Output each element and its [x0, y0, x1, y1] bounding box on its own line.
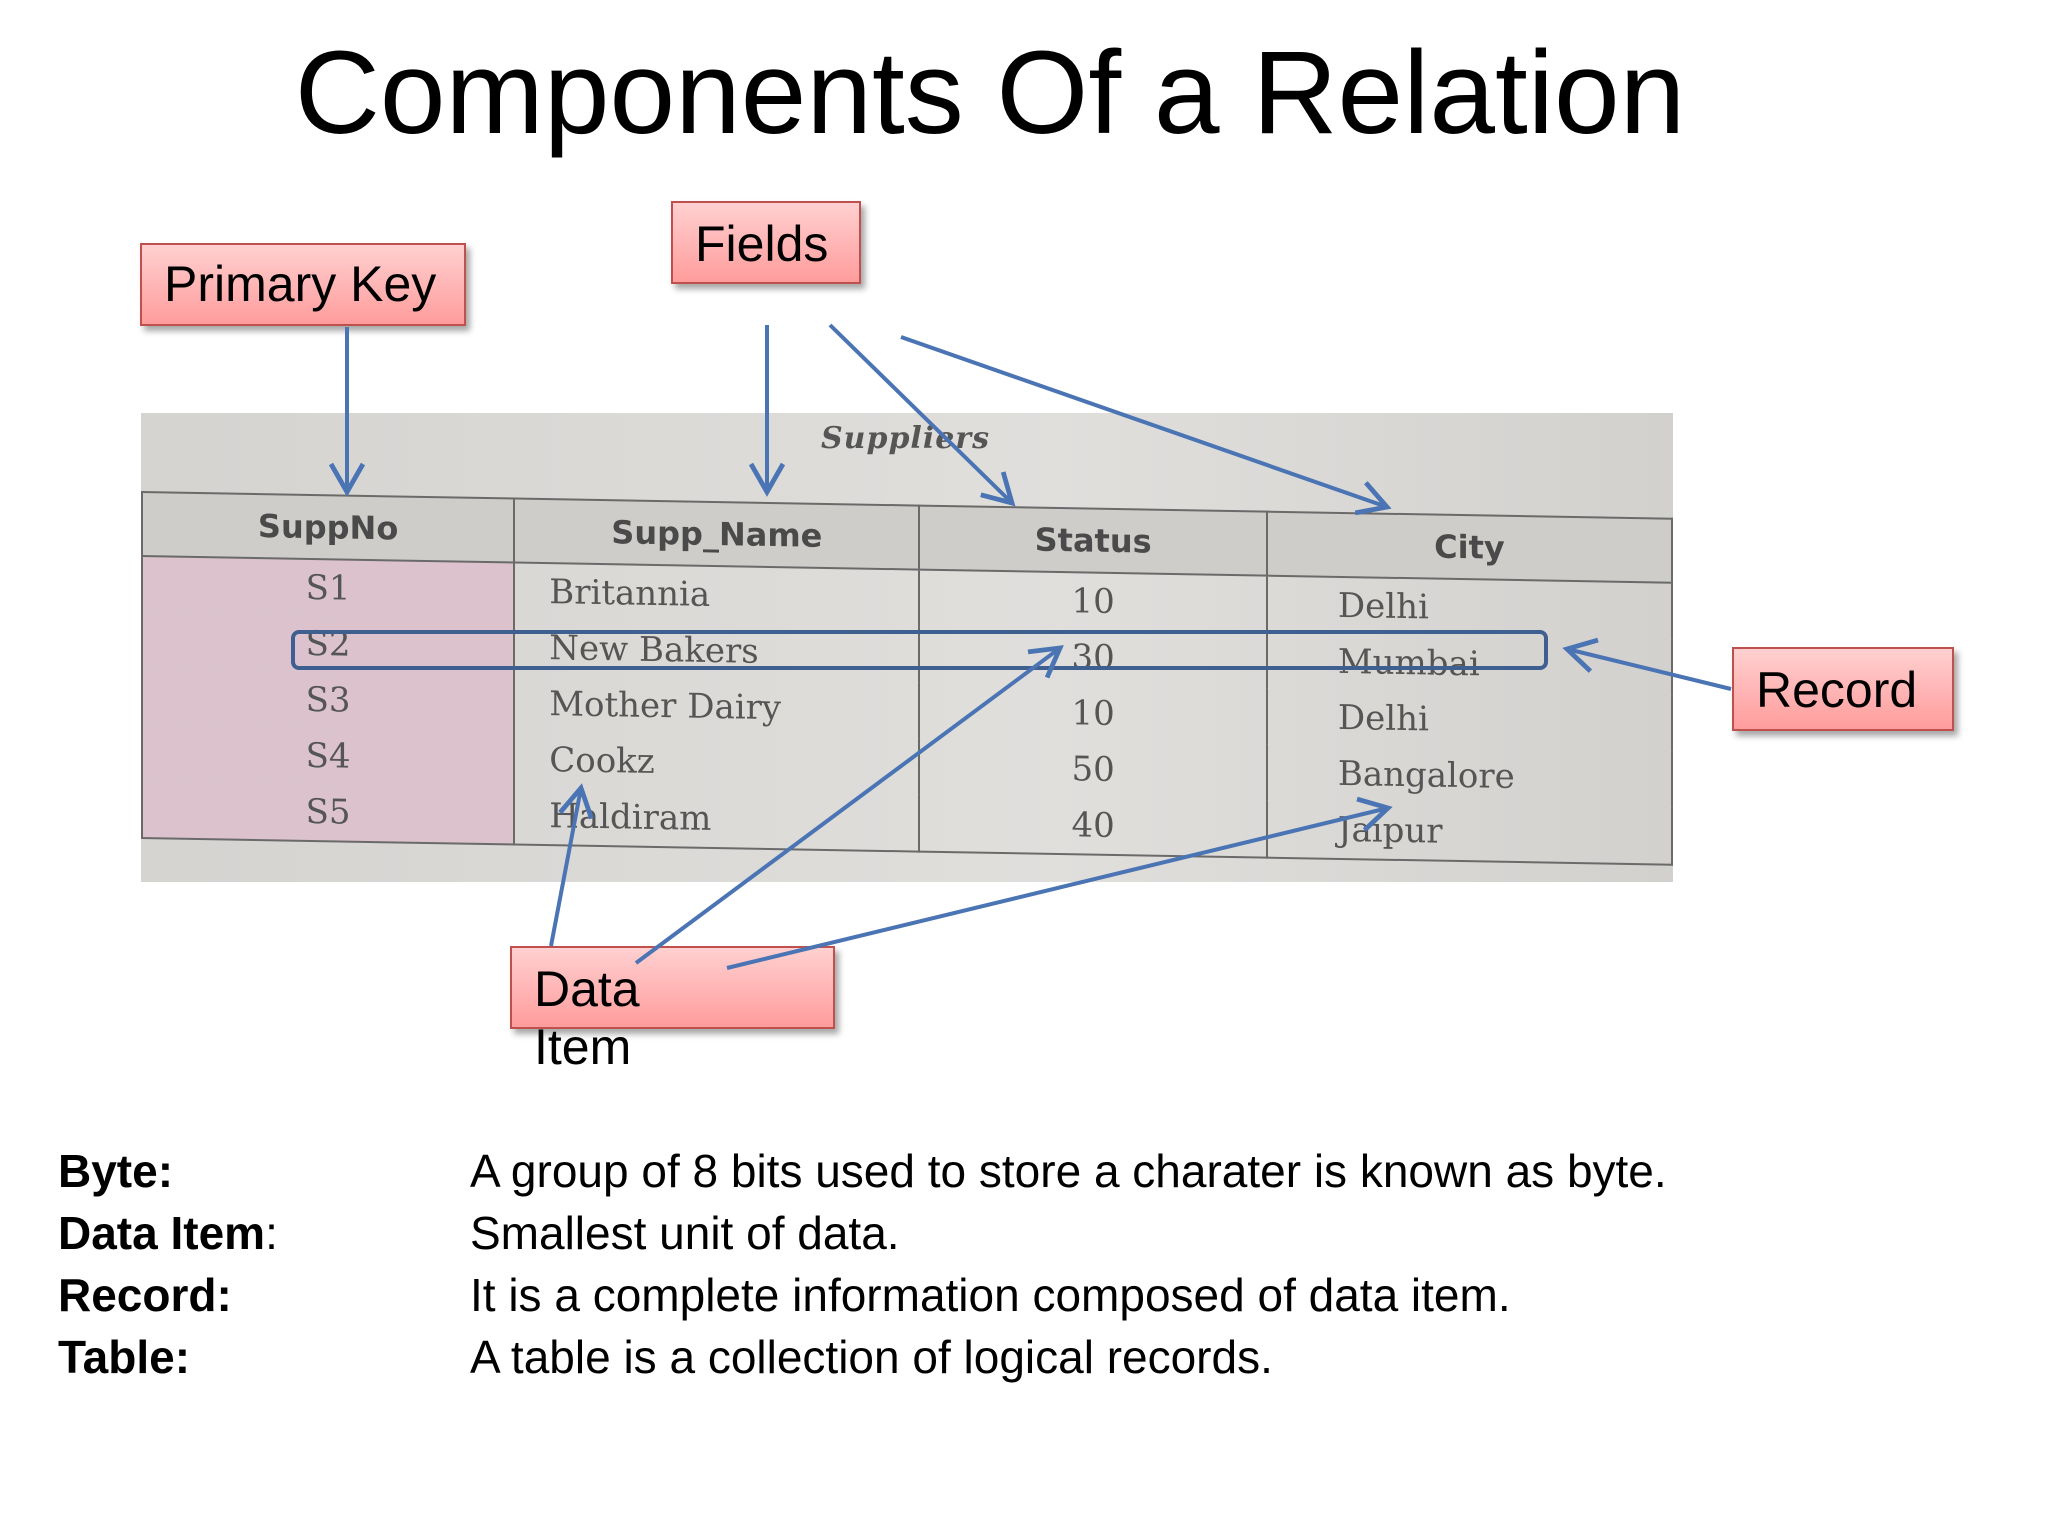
fields-callout: Fields [671, 201, 861, 284]
definition-term: Record: [58, 1269, 232, 1321]
fields-arrow-status [828, 323, 1016, 507]
definition-term-text: Data Item [58, 1207, 266, 1259]
suppliers-table-photo: Suppliers SuppNo Supp_Name Status City S… [141, 413, 1673, 882]
data-item-arrow-city [726, 796, 1393, 970]
data-item-callout-line2: Item [534, 1019, 632, 1075]
definition-desc: Smallest unit of data. [470, 1207, 900, 1259]
slide-title: Components Of a Relation [294, 27, 1686, 159]
definition-term: Byte: [58, 1145, 174, 1197]
table-caption: Suppliers [821, 421, 991, 456]
data-item-callout: Data Item [510, 946, 835, 1075]
definition-term: Data Item: [58, 1202, 278, 1264]
data-item-callout-line1: Data [534, 961, 640, 1017]
data-item-arrow-status [634, 645, 1064, 965]
record-highlight-box [291, 630, 1548, 670]
definition-desc: A group of 8 bits used to store a charat… [470, 1145, 1667, 1197]
fields-arrow-city [900, 335, 1392, 516]
definition-desc: A table is a collection of logical recor… [470, 1331, 1273, 1383]
record-callout: Record [1732, 647, 1954, 731]
definition-term: Table: [58, 1331, 191, 1383]
record-arrow [1562, 637, 1732, 691]
definition-desc: It is a complete information composed of… [470, 1269, 1511, 1321]
definition-term-colon: : [265, 1207, 278, 1259]
primary-key-callout: Primary Key [140, 243, 466, 326]
data-item-arrow-name [549, 783, 594, 947]
